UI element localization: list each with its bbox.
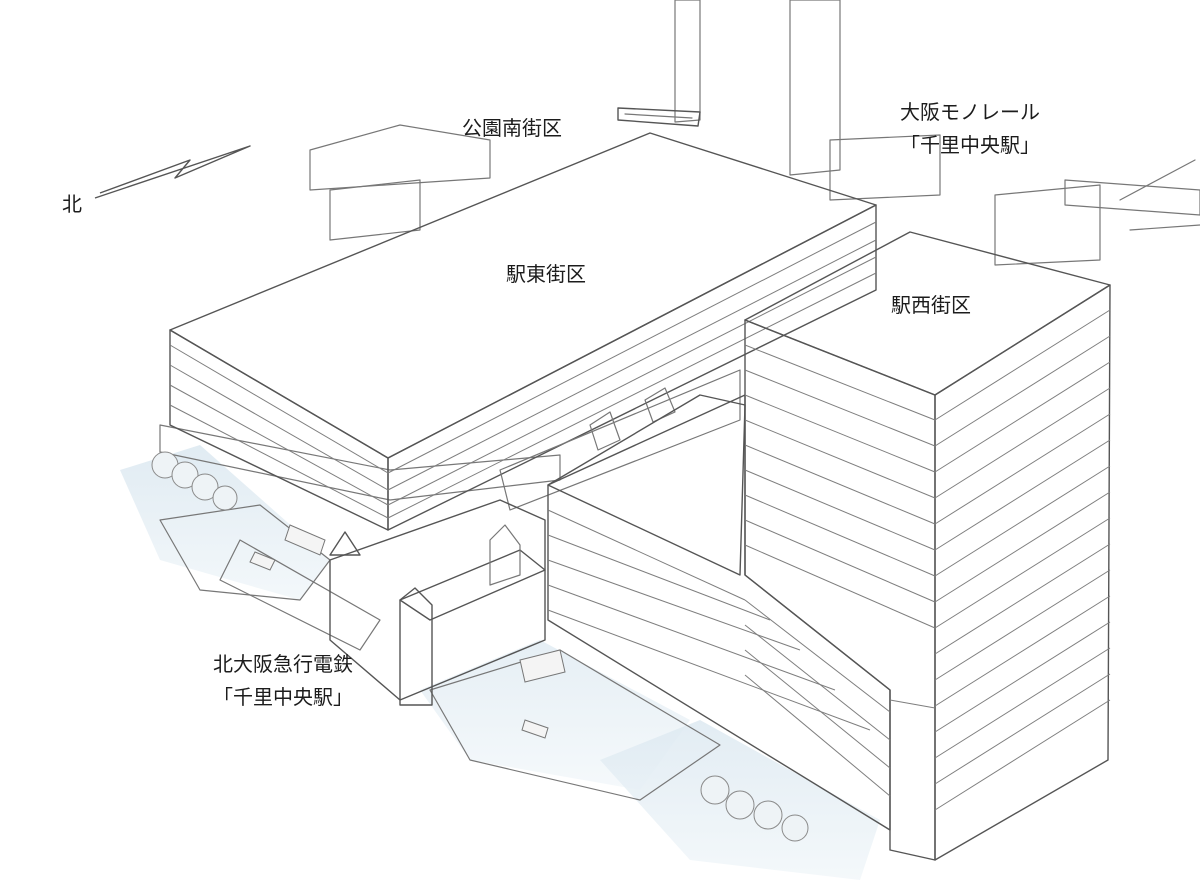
kitakyu-label: 北大阪急行電鉄 「千里中央駅」 xyxy=(213,652,353,710)
station-west-building xyxy=(547,231,1111,861)
vehicles xyxy=(249,524,566,739)
osaka-monorail-line1: 大阪モノレール xyxy=(900,100,1040,124)
station-east-block-label: 駅東街区 xyxy=(506,262,586,286)
street-trees xyxy=(151,451,809,842)
kitakyu-line2: 「千里中央駅」 xyxy=(213,685,353,709)
north-arrow-icon xyxy=(94,145,251,199)
station-east-building xyxy=(159,132,877,531)
kitakyu-station-hall xyxy=(329,499,546,706)
osaka-monorail-label: 大阪モノレール 「千里中央駅」 xyxy=(900,100,1040,158)
north-label: 北 xyxy=(62,192,82,216)
background-buildings xyxy=(309,0,1200,266)
station-west-block-label: 駅西街区 xyxy=(891,293,971,317)
park-south-block-label: 公園南街区 xyxy=(462,116,562,140)
kitakyu-line1: 北大阪急行電鉄 xyxy=(213,652,353,676)
osaka-monorail-line2: 「千里中央駅」 xyxy=(900,133,1040,157)
